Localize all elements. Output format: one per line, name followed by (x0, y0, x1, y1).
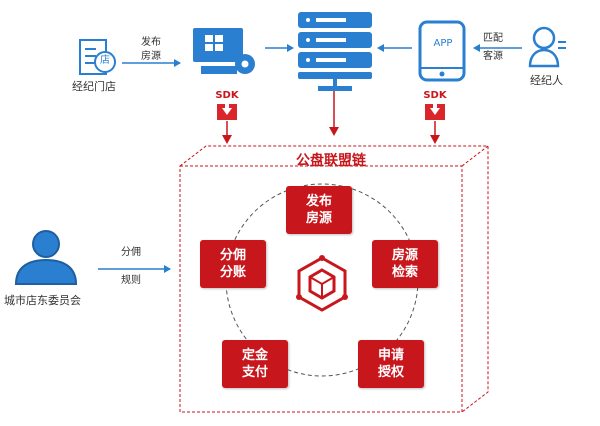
node-commission: 分佣 分账 (200, 240, 266, 288)
agent-icon (528, 24, 568, 70)
node-apply: 申请 授权 (358, 340, 424, 388)
committee-label: 城市店东委员会 (4, 294, 81, 307)
store-icon: 店 (76, 38, 118, 78)
node-publish-line2: 房源 (305, 211, 332, 226)
download-icon-right (425, 104, 445, 120)
node-deposit-line2: 支付 (241, 365, 268, 380)
node-deposit: 定金 支付 (222, 340, 288, 388)
download-icon-left (217, 104, 237, 120)
chain-title: 公盘联盟链 (296, 153, 366, 169)
agent-label: 经纪人 (530, 74, 563, 87)
blockchain-icon (296, 255, 348, 312)
node-apply-line2: 授权 (377, 365, 404, 380)
node-commission-line1: 分佣 (219, 248, 246, 263)
publish-text-2: 房源 (141, 51, 161, 62)
node-apply-line1: 申请 (377, 348, 404, 363)
node-publish-line1: 发布 (305, 194, 332, 209)
committee-icon (12, 226, 80, 288)
terminal-icon (183, 24, 263, 86)
store-label: 经纪门店 (72, 80, 116, 93)
sdk-right: SDK (420, 90, 450, 120)
node-search-line1: 房源 (391, 248, 418, 263)
server-icon (296, 8, 374, 92)
sdk-left: SDK (212, 90, 242, 120)
sdk-left-label: SDK (215, 90, 239, 101)
node-deposit-line1: 定金 (241, 348, 268, 363)
store-icon-text: 店 (100, 55, 110, 66)
node-search: 房源 检索 (372, 240, 438, 288)
chain-box (179, 145, 489, 413)
app-text: APP (433, 38, 453, 49)
publish-text-1: 发布 (141, 37, 161, 48)
match-text-1: 匹配 (483, 33, 503, 44)
match-text-2: 客源 (483, 51, 503, 62)
node-publish: 发布 房源 (286, 186, 352, 234)
rules-text-2: 规则 (121, 275, 141, 286)
node-search-line2: 检索 (391, 265, 418, 280)
rules-text-1: 分佣 (121, 247, 141, 258)
phone-icon: APP (417, 20, 469, 82)
node-commission-line2: 分账 (219, 265, 246, 280)
sdk-right-label: SDK (423, 90, 447, 101)
